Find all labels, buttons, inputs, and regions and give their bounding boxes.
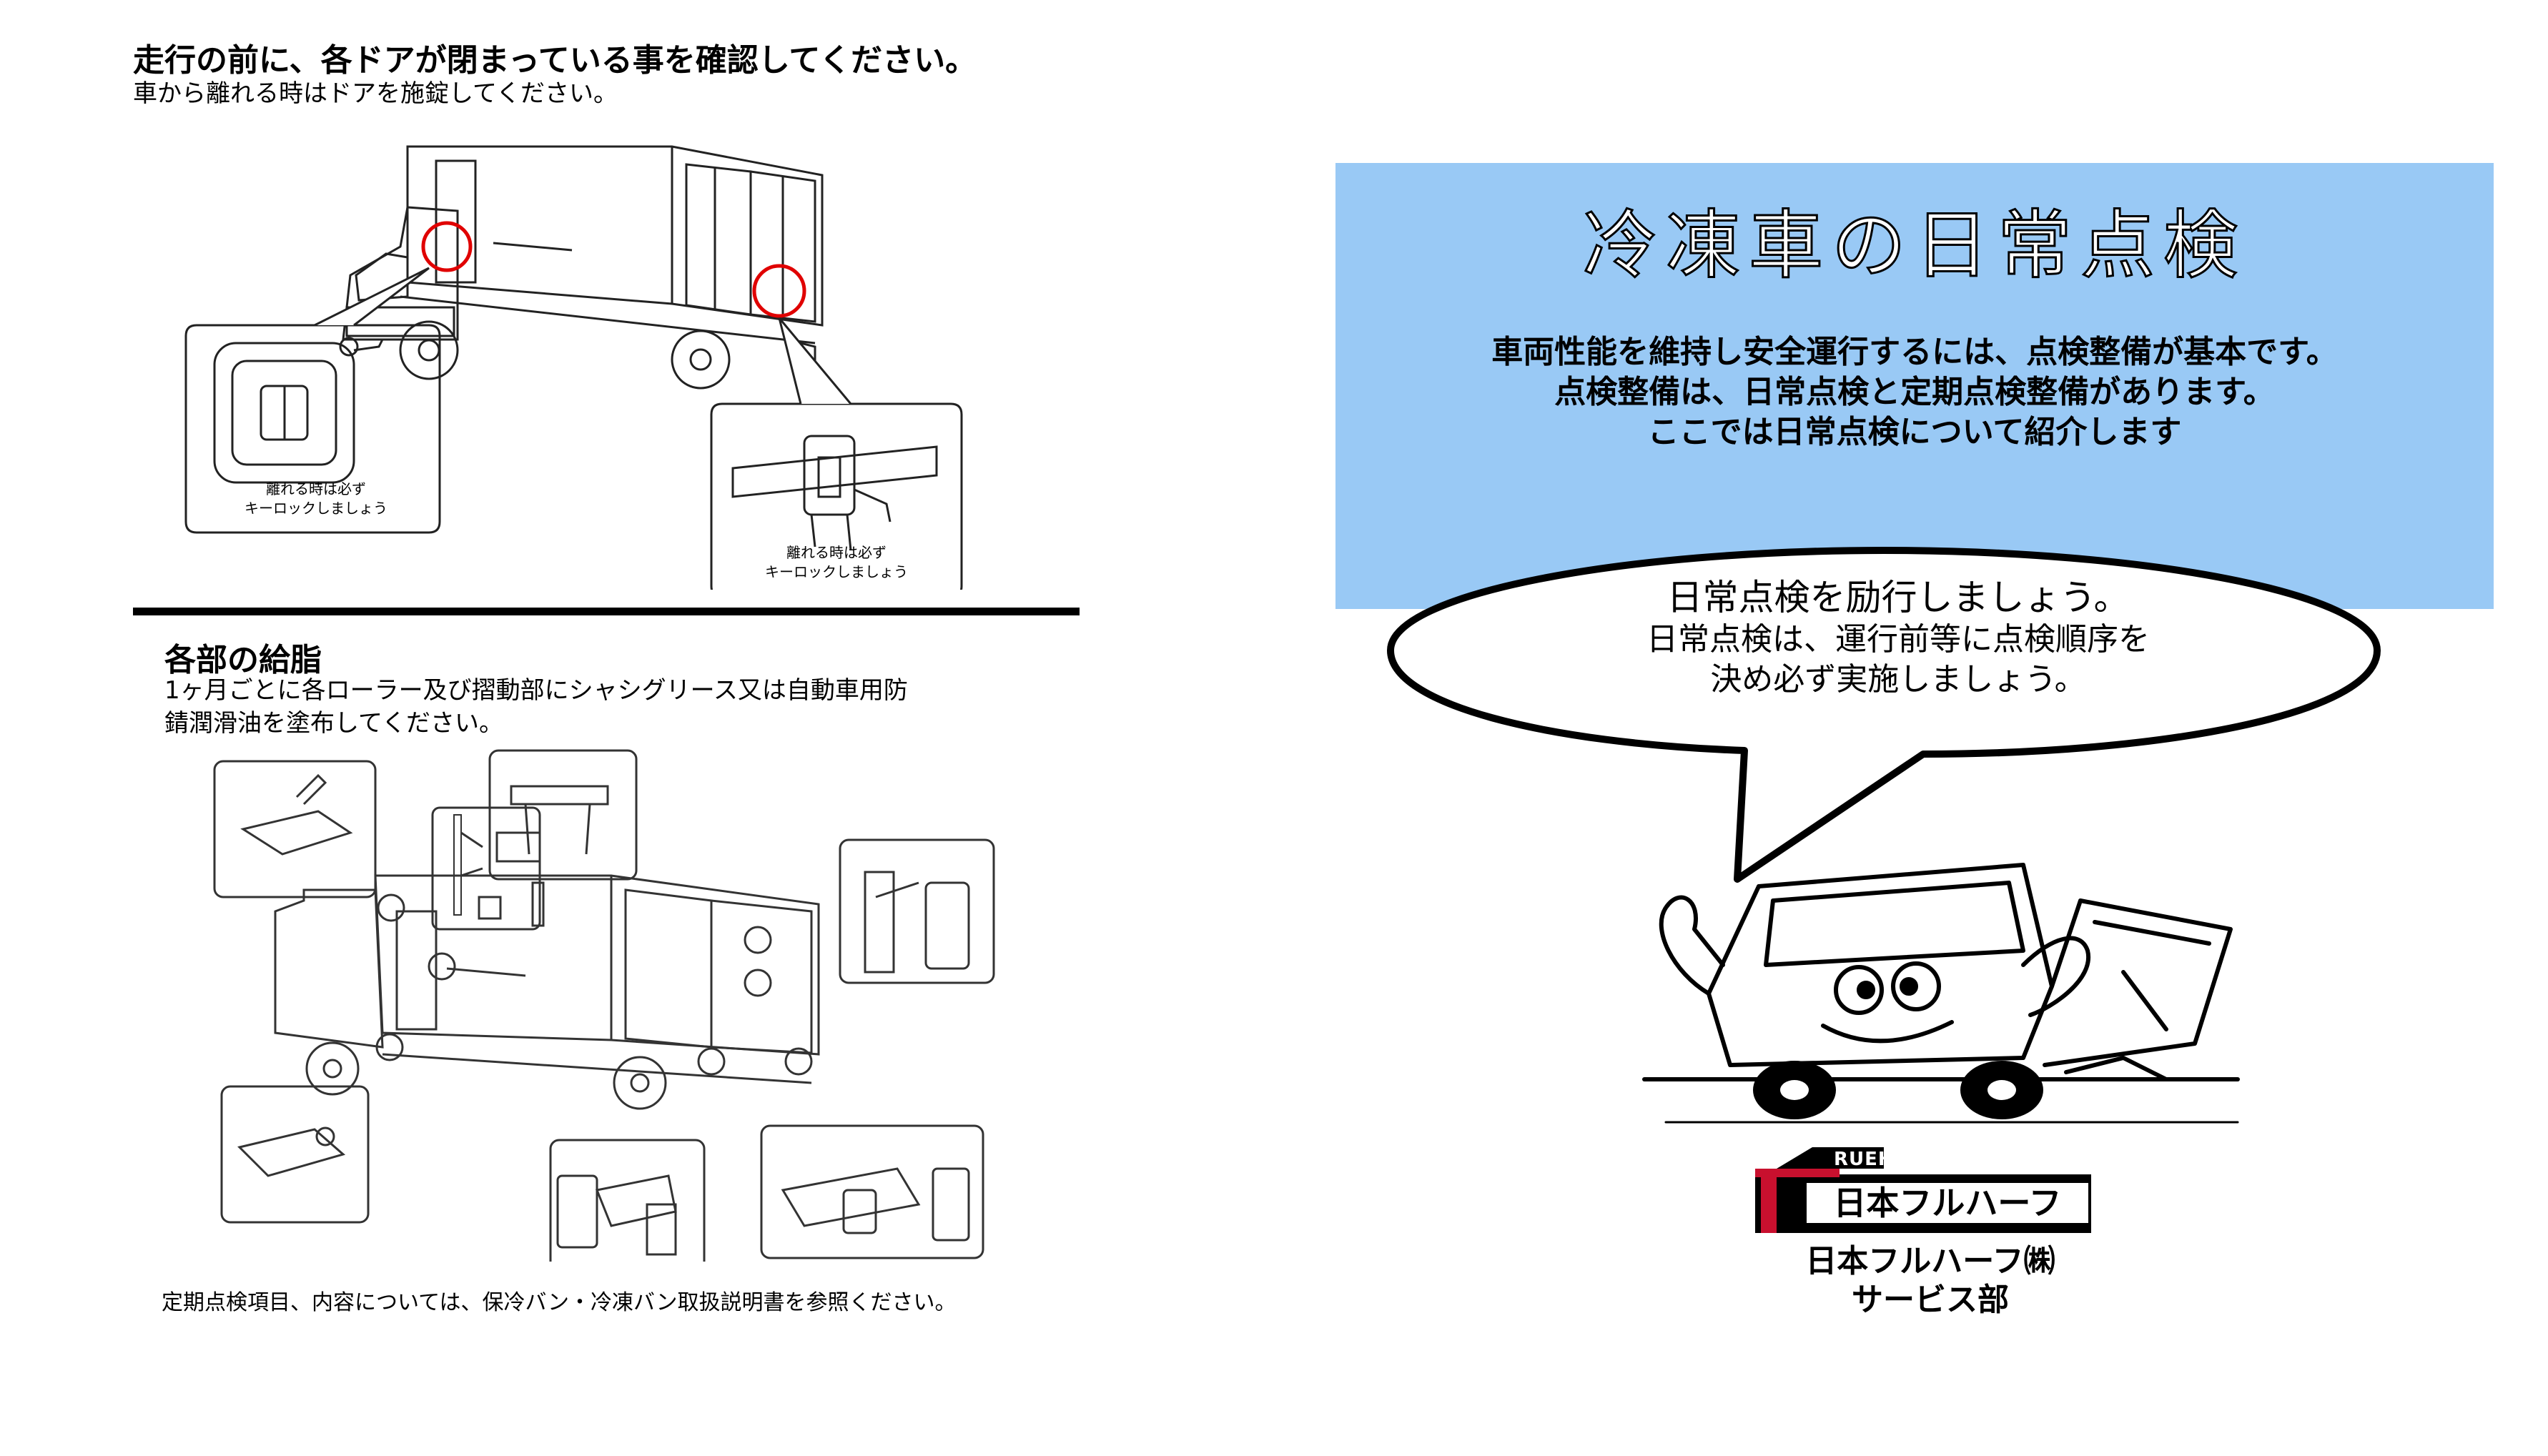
logo-brand-jp: 日本フルハーフ <box>1833 1184 2062 1222</box>
door-section-title: 走行の前に、各ドアが閉まっている事を確認してください。 <box>133 42 977 79</box>
lubrication-figure <box>211 747 1012 1274</box>
left-callout-label: 離れる時は必ず キーロックしましょう <box>245 480 387 517</box>
company-department: サービス部 <box>1852 1282 2009 1318</box>
door-lock-figure: 離れる時は必ず キーロックしましょう 離れる時は必ず キーロックしましょう <box>172 132 987 598</box>
grease-section-body: 1ヶ月ごとに各ローラー及び摺動部にシャシグリース又は自動車用防 錆潤滑油を塗布し… <box>164 676 908 738</box>
right-callout-label: 離れる時は必ず キーロックしましょう <box>765 544 908 580</box>
mascot-truck-illustration <box>1642 863 2240 1124</box>
cover-intro: 車両性能を維持し安全運行するには、点検整備が基本です。 点検整備は、日常点検と定… <box>1491 334 2338 450</box>
speech-bubble <box>1387 547 2381 883</box>
reference-note: 定期点検項目、内容については、保冷バン・冷凍バン取扱説明書を参照ください。 <box>162 1290 957 1315</box>
grease-section-title: 各部の給脂 <box>164 642 322 678</box>
bubble-headline: 日常点検を励行しましょう。 <box>1666 577 2130 618</box>
logo-brand-en: RUEHAUF <box>1834 1149 1938 1170</box>
cover-panel <box>1335 163 2494 609</box>
company-name: 日本フルハーフ㈱ <box>1805 1243 2055 1279</box>
cover-title: 冷凍車の日常点検 <box>1581 201 2246 290</box>
company-signature: 日本フルハーフ㈱ サービス部 <box>1644 1242 2216 1319</box>
section-divider <box>133 608 1080 615</box>
bubble-body: 日常点検は、運行前等に点検順序を 決め必ず実施しましょう。 <box>1646 621 2150 698</box>
speech-bubble-text: 日常点検を励行しましょう。 日常点検は、運行前等に点検順序を 決め必ず実施しまし… <box>1430 575 2366 700</box>
company-logo: RUEHAUF 日本フルハーフ <box>1754 1147 2098 1239</box>
door-section-subtitle: 車から離れる時はドアを施錠してください。 <box>133 79 618 108</box>
